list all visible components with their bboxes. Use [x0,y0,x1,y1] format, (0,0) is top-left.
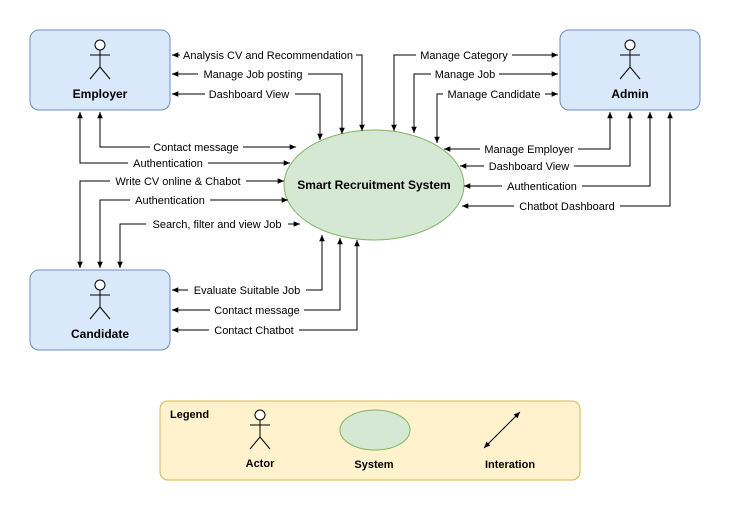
system-label: Smart Recruitment System [297,178,450,192]
legend-title: Legend [170,409,209,421]
edge-label-analysis-cv: Analysis CV and Recommendation [183,50,353,62]
edge-label-employer-dashboard-view: Dashboard View [209,89,290,101]
candidate-actor[interactable]: Candidate [29,269,171,351]
edge-label-chatbot-dashboard: Chatbot Dashboard [519,201,614,213]
legend-system-label: System [354,459,393,471]
legend-system-icon [339,409,411,451]
edge-admin-manage-candidate[interactable]: Manage Candidate [434,87,558,143]
edge-label-search-job: Search, filter and view Job [152,219,281,231]
admin-stick-figure-icon [619,39,641,80]
legend-interaction-label: Interation [485,459,535,471]
edge-label-candidate-contact-message: Contact message [214,305,300,317]
legend: Legend Actor System Interation [159,400,581,481]
edge-label-admin-dashboard-view: Dashboard View [489,161,570,173]
edge-employer-analysis-cv[interactable]: Analysis CV and Recommendation [172,48,365,131]
edge-label-manage-job-posting: Manage Job posting [203,69,302,81]
edge-candidate-authentication[interactable]: Authentication [97,193,288,268]
edge-candidate-search-job[interactable]: Search, filter and view Job [117,217,300,268]
employer-stick-figure-icon [89,39,111,80]
admin-label: Admin [611,87,648,101]
edge-employer-dashboard-view[interactable]: Dashboard View [172,87,323,140]
edge-employer-authentication[interactable]: Authentication [77,112,290,170]
edge-label-admin-authentication: Authentication [507,181,577,193]
edge-candidate-contact-message[interactable]: Contact message [172,238,343,317]
edge-candidate-write-cv[interactable]: Write CV online & Chabot [77,174,284,268]
edge-label-employer-authentication: Authentication [133,158,203,170]
edge-label-manage-employer: Manage Employer [484,144,574,156]
employer-label: Employer [73,87,128,101]
admin-actor[interactable]: Admin [559,29,701,111]
edge-label-manage-job: Manage Job [435,69,496,81]
edge-admin-manage-category[interactable]: Manage Category [391,48,558,131]
edge-admin-manage-employer[interactable]: Manage Employer [444,112,613,156]
edge-label-contact-chatbot: Contact Chatbot [214,325,294,337]
edge-label-write-cv: Write CV online & Chabot [115,176,240,188]
edge-label-manage-category: Manage Category [420,50,508,62]
edge-employer-contact-message[interactable]: Contact message [97,112,296,154]
system-node[interactable]: Smart Recruitment System [283,129,465,241]
legend-actor-label: Actor [246,458,275,470]
edge-candidate-contact-chatbot[interactable]: Contact Chatbot [172,240,360,337]
edge-label-evaluate-job: Evaluate Suitable Job [194,285,300,297]
employer-actor[interactable]: Employer [29,29,171,111]
edge-employer-manage-job-posting[interactable]: Manage Job posting [172,67,345,134]
legend-actor-icon [249,409,271,450]
edge-admin-chatbot-dashboard[interactable]: Chatbot Dashboard [462,112,673,213]
edge-label-candidate-authentication: Authentication [135,195,205,207]
legend-interaction-arrow-icon [483,411,521,449]
edge-admin-manage-job[interactable]: Manage Job [411,67,558,133]
edge-label-employer-contact-message: Contact message [153,142,239,154]
edge-label-manage-candidate: Manage Candidate [448,89,541,101]
candidate-label: Candidate [71,327,129,341]
edge-candidate-evaluate-job[interactable]: Evaluate Suitable Job [172,235,325,297]
candidate-stick-figure-icon [89,279,111,320]
